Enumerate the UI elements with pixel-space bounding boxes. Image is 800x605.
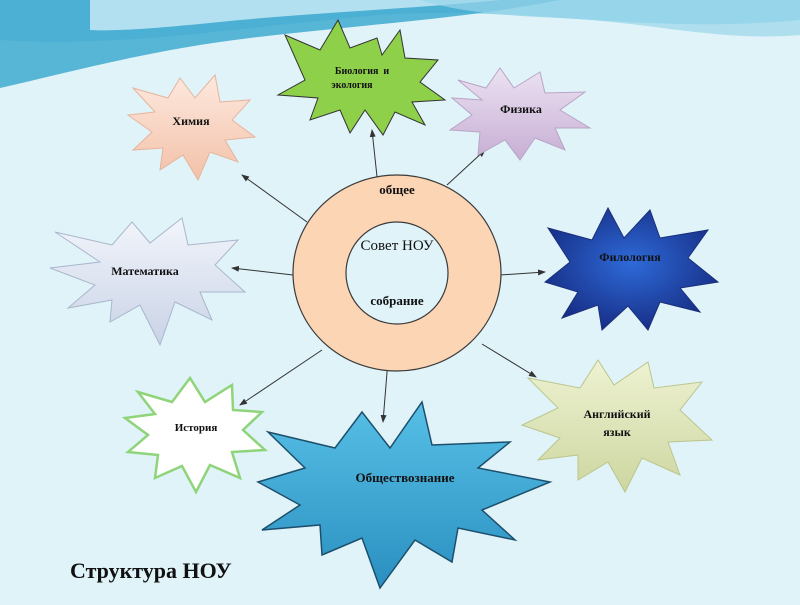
- arrow-to-math: [231, 265, 294, 276]
- ring-top-label: общее: [379, 182, 415, 197]
- social-starburst: [256, 400, 553, 590]
- math-label: Математика: [111, 264, 179, 278]
- slide-title: Структура НОУ: [70, 558, 232, 583]
- biology-starburst: [276, 18, 447, 136]
- philology-starburst: [543, 206, 720, 332]
- node-math[interactable]: Математика: [49, 217, 247, 347]
- social-label: Обществознание: [355, 470, 454, 485]
- history-starburst: [121, 375, 269, 495]
- arrow-to-physics: [446, 149, 486, 186]
- arrow-to-english: [481, 343, 537, 378]
- node-physics[interactable]: Физика: [448, 67, 592, 161]
- node-philology[interactable]: Филология: [543, 206, 720, 332]
- chemistry-label: Химия: [172, 114, 210, 128]
- node-english[interactable]: Английский язык: [520, 359, 714, 494]
- node-social[interactable]: Обществознание: [256, 400, 553, 590]
- english-label-line2: язык: [603, 425, 631, 439]
- council-label: Совет НОУ: [361, 238, 434, 254]
- arrow-to-philology: [499, 269, 546, 276]
- math-starburst: [49, 217, 247, 347]
- node-chemistry[interactable]: Химия: [126, 73, 257, 182]
- philology-label: Филология: [599, 250, 661, 264]
- arrow-to-chemistry: [241, 174, 308, 223]
- physics-label: Физика: [500, 102, 542, 116]
- physics-starburst: [448, 67, 592, 161]
- english-label-line1: Английский: [583, 407, 650, 421]
- council-ring: общее Совет НОУ собрание: [292, 174, 502, 372]
- header-waves: [0, 0, 800, 88]
- node-history[interactable]: История: [121, 375, 269, 495]
- english-starburst: [520, 359, 714, 494]
- biology-label-line2: экология: [331, 80, 373, 91]
- ring-bottom-label: собрание: [370, 293, 423, 308]
- arrow-to-history: [239, 349, 323, 406]
- history-label: История: [175, 422, 218, 434]
- biology-label-line1: Биология и: [335, 66, 390, 77]
- node-biology[interactable]: Биология и экология: [276, 18, 447, 136]
- chemistry-starburst: [126, 73, 257, 182]
